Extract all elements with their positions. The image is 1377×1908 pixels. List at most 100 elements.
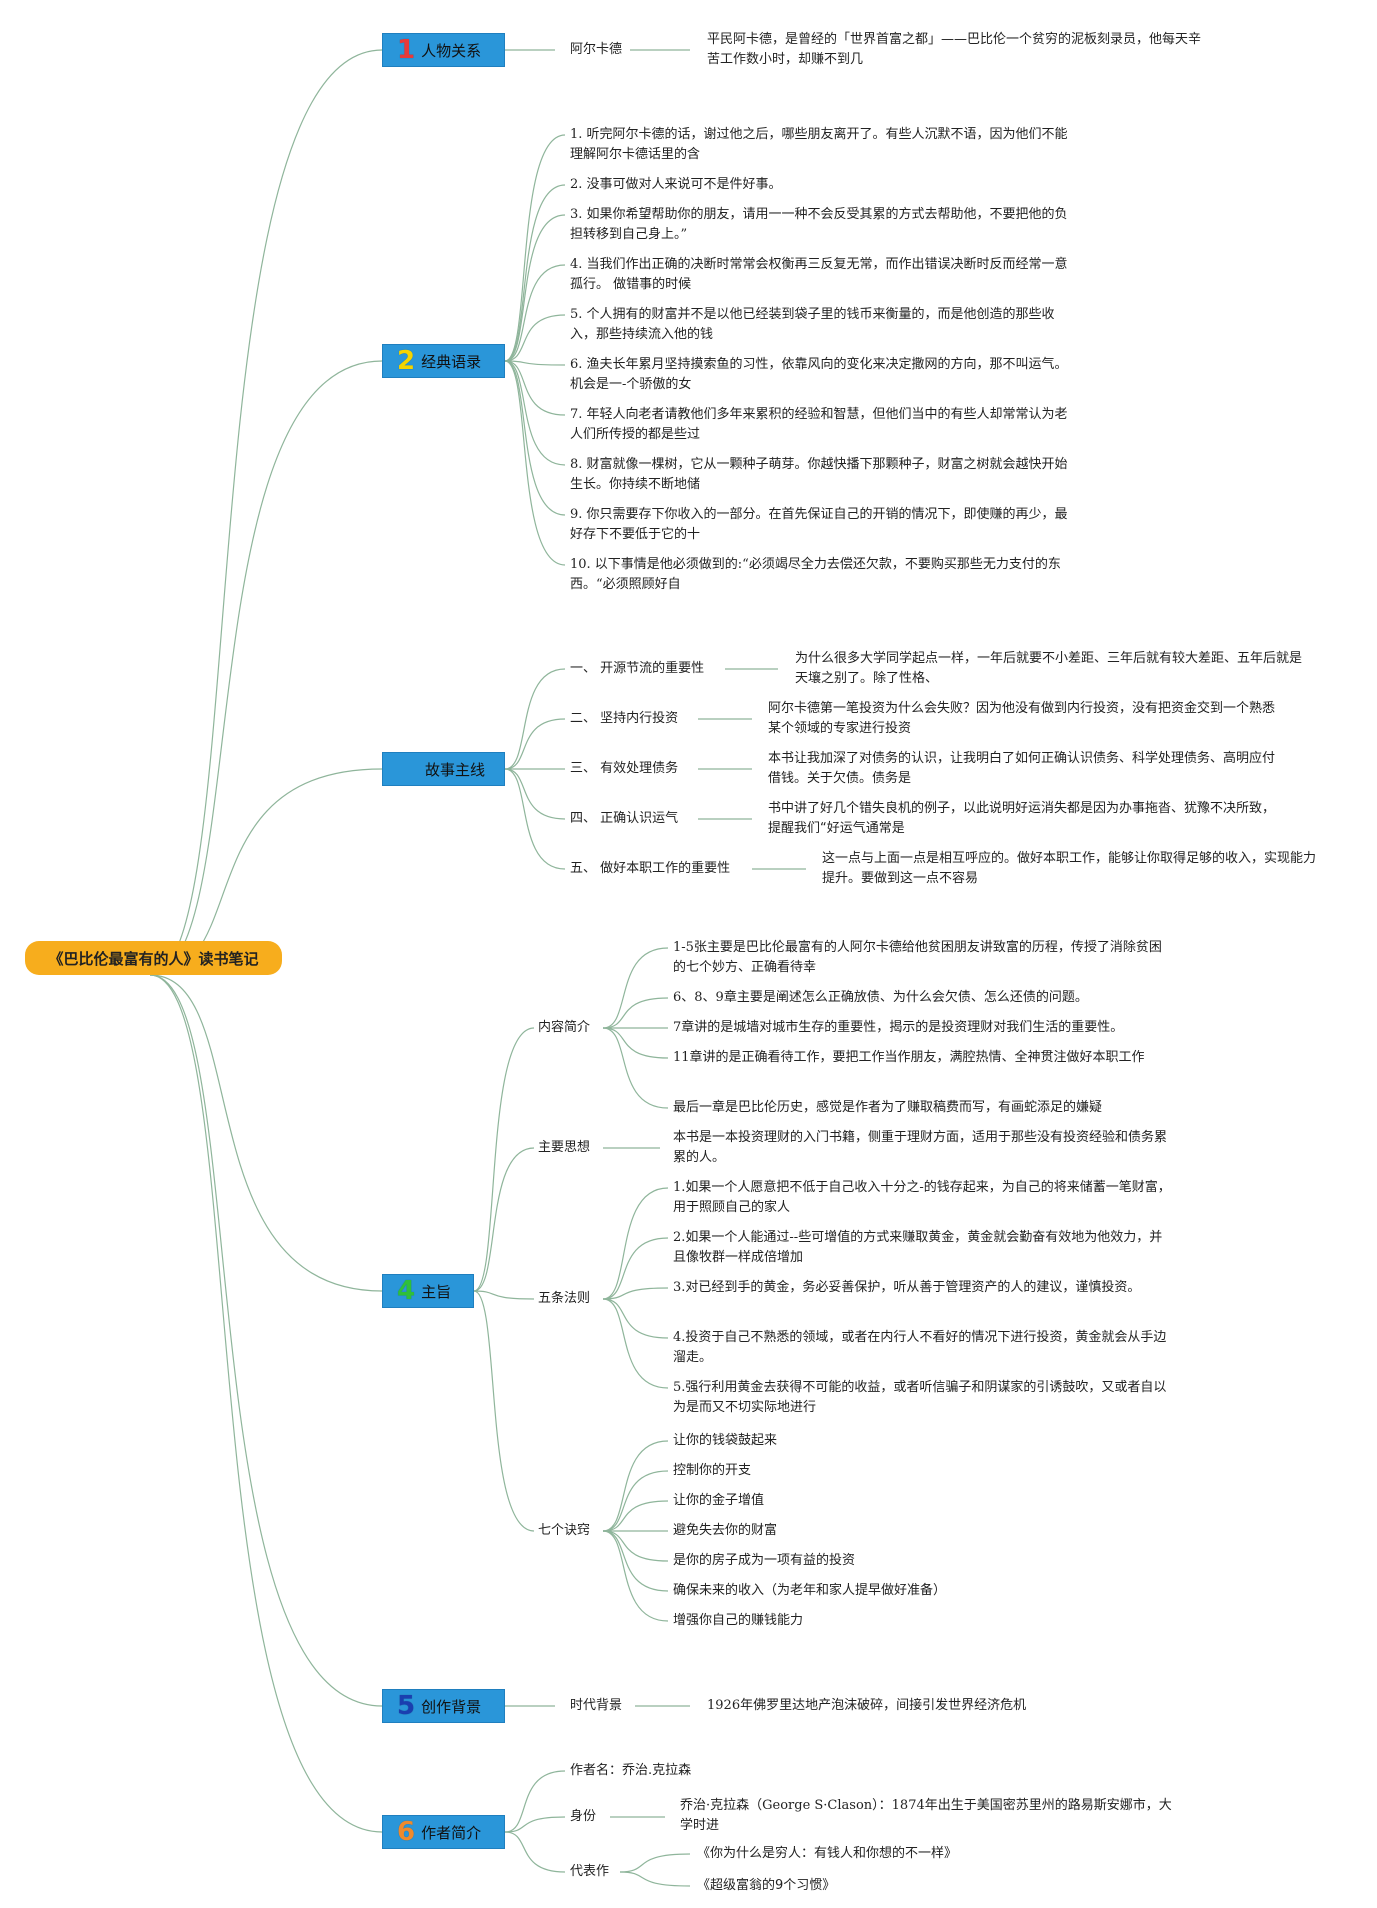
child-connector — [504, 134, 566, 362]
rule-item[interactable]: 1.如果一个人愿意把不低于自己收入十分之-的钱存起来，为自己的将来储蓄一笔财富，… — [673, 1180, 1171, 1215]
child-connector — [504, 768, 566, 820]
branch-number: 2 — [397, 346, 416, 376]
child-connector — [602, 997, 669, 1029]
child-connector — [504, 768, 566, 870]
branch-connector — [149, 49, 383, 976]
quote-item[interactable]: 4. 当我们作出正确的决断时常常会权衡再三反复无常，而作出错误决断时反而经常一意… — [570, 257, 1068, 292]
story-item-label[interactable]: 五、 做好本职工作的重要性 — [570, 861, 731, 876]
child-connector — [504, 360, 566, 466]
rule-item[interactable]: 3.对已经到手的黄金，务必妥善保护，听从善于管理资产的人的建议，谨慎投资。 — [673, 1280, 1141, 1295]
child-connector — [602, 1470, 669, 1532]
child-connector — [602, 1298, 669, 1339]
works-label[interactable]: 代表作 — [570, 1864, 610, 1879]
identity-text: 乔治·克拉森（George S·Clason）：1874年出生于美国密苏里州的路… — [680, 1798, 1172, 1833]
intro-item[interactable]: 11章讲的是正确看待工作，要把工作当作朋友，满腔热情、全神贯注做好本职工作 — [673, 1050, 1145, 1065]
child-connector — [602, 1530, 669, 1562]
story-item-text: 为什么很多大学同学起点一样，一年后就要不小差距、三年后就有较大差距、五年后就是天… — [795, 651, 1303, 686]
secret-item[interactable]: 确保未来的收入（为老年和家人提早做好准备） — [673, 1583, 947, 1598]
child-connector — [602, 1298, 669, 1389]
child-connector — [504, 360, 566, 516]
branch-story-line[interactable]: 故事主线 — [382, 752, 505, 786]
child-connector — [504, 1816, 566, 1833]
story-item-label[interactable]: 二、 坚持内行投资 — [570, 711, 679, 726]
child-connector — [504, 1831, 566, 1873]
quote-item[interactable]: 7. 年轻人向老者请教他们多年来累积的经验和智慧，但他们当中的有些人却常常认为老… — [570, 407, 1068, 442]
rule-item[interactable]: 4.投资于自己不熟悉的领域，或者在内行人不看好的情况下进行投资，黄金就会从手边溜… — [673, 1330, 1167, 1365]
child-connector — [473, 1290, 535, 1300]
child-connector — [504, 1770, 566, 1833]
quote-item[interactable]: 10. 以下事情是他必须做到的:“必须竭尽全力去偿还欠款，不要购买那些无力支付的… — [570, 557, 1061, 592]
secret-item[interactable]: 避免失去你的财富 — [673, 1523, 778, 1538]
root-node[interactable]: 《巴比伦最富有的人》读书笔记 — [25, 941, 282, 975]
child-connector — [602, 947, 669, 1029]
intro-item[interactable]: 6、8、9章主要是阐述怎么正确放债、为什么会欠债、怎么还债的问题。 — [673, 990, 1088, 1005]
quote-item[interactable]: 9. 你只需要存下你收入的一部分。在首先保证自己的开销的情况下，即使赚的再少，最… — [570, 507, 1068, 542]
child-connector — [504, 264, 566, 362]
secrets-label[interactable]: 七个诀窍 — [538, 1523, 591, 1538]
b1-label[interactable]: 阿尔卡德 — [570, 42, 623, 57]
story-item-text: 这一点与上面一点是相互呼应的。做好本职工作，能够让你取得足够的收入，实现能力提升… — [822, 851, 1317, 886]
child-connector — [504, 314, 566, 362]
quote-item[interactable]: 6. 渔夫长年累月坚持摸索鱼的习性，依靠风向的变化来决定撒网的方向，那不叫运气。… — [570, 357, 1068, 392]
branch-classic-quotes[interactable]: 2 经典语录 — [382, 344, 505, 378]
child-connector — [504, 718, 566, 770]
intro-item[interactable]: 最后一章是巴比伦历史，感觉是作者为了赚取稿费而写，有画蛇添足的嫌疑 — [673, 1100, 1103, 1115]
branch-character-relations[interactable]: 1 人物关系 — [382, 33, 505, 67]
branch-background[interactable]: 5 创作背景 — [382, 1689, 505, 1723]
branch-label: 经典语录 — [421, 352, 482, 371]
quote-item[interactable]: 1. 听完阿尔卡德的话，谢过他之后，哪些朋友离开了。有些人沉默不语，因为他们不能… — [570, 127, 1068, 162]
branch-author[interactable]: 6 作者简介 — [382, 1815, 505, 1849]
child-connector — [602, 1530, 669, 1592]
quote-item[interactable]: 8. 财富就像一棵树，它从一颗种子萌芽。你越快播下那颗种子，财富之树就会越快开始… — [570, 457, 1068, 492]
idea-label[interactable]: 主要思想 — [538, 1140, 591, 1155]
branch-label: 作者简介 — [421, 1823, 482, 1842]
identity-label[interactable]: 身份 — [570, 1809, 597, 1824]
story-item-label[interactable]: 一、 开源节流的重要性 — [570, 661, 705, 676]
b1-text: 平民阿卡德，是曾经的「世界首富之都」——巴比伦一个贫穷的泥板刻录员，他每天辛苦工… — [707, 32, 1202, 67]
rules-label[interactable]: 五条法则 — [538, 1291, 591, 1306]
era-label[interactable]: 时代背景 — [570, 1698, 623, 1713]
child-connector — [602, 1287, 669, 1300]
quote-item[interactable]: 3. 如果你希望帮助你的朋友，请用一一种不会反受其累的方式去帮助他，不要把他的负… — [570, 207, 1068, 242]
intro-label[interactable]: 内容简介 — [538, 1020, 591, 1035]
child-connector — [602, 1187, 669, 1300]
rule-item[interactable]: 5.强行利用黄金去获得不可能的收益，或者听信骗子和阴谋家的引诱鼓吹，又或者自以为… — [673, 1380, 1167, 1415]
child-connector — [602, 1530, 669, 1622]
quote-item[interactable]: 2. 没事可做对人来说可不是件好事。 — [570, 177, 782, 192]
secret-item[interactable]: 让你的钱袋鼓起来 — [673, 1433, 778, 1448]
quote-item[interactable]: 5. 个人拥有的财富并不是以他已经装到袋子里的钱币来衡量的，而是他创造的那些收入… — [570, 307, 1055, 342]
work-item[interactable]: 《你为什么是穷人：有钱人和你想的不一样》 — [697, 1846, 958, 1861]
secret-item[interactable]: 增强你自己的赚钱能力 — [673, 1613, 804, 1628]
branch-number: 5 — [397, 1691, 416, 1721]
intro-item[interactable]: 7章讲的是城墙对城市生存的重要性，揭示的是投资理财对我们生活的重要性。 — [673, 1020, 1124, 1035]
child-connector — [602, 1027, 669, 1109]
branch-connector — [149, 974, 383, 1292]
secret-item[interactable]: 让你的金子增值 — [673, 1493, 765, 1508]
branch-label: 创作背景 — [421, 1697, 482, 1716]
work-item[interactable]: 《超级富翁的9个习惯》 — [697, 1878, 836, 1893]
child-connector — [504, 214, 566, 362]
author-name[interactable]: 作者名：乔治.克拉森 — [570, 1763, 692, 1778]
story-item-label[interactable]: 三、 有效处理债务 — [570, 761, 679, 776]
secret-item[interactable]: 是你的房子成为一项有益的投资 — [673, 1553, 856, 1568]
child-connector — [504, 360, 566, 566]
rule-item[interactable]: 2.如果一个人能通过--些可增值的方式来赚取黄金，黄金就会勤奋有效地为他效力，并… — [673, 1230, 1163, 1265]
intro-item[interactable]: 1-5张主要是巴比伦最富有的人阿尔卡德给他贫困朋友讲致富的历程，传授了消除贫困的… — [673, 940, 1162, 975]
branch-number: 4 — [397, 1276, 416, 1306]
child-connector — [473, 1147, 535, 1292]
child-connector — [473, 1290, 535, 1532]
branch-connector — [149, 974, 383, 1707]
child-connector — [504, 668, 566, 770]
secret-item[interactable]: 控制你的开支 — [673, 1463, 752, 1478]
branch-number: 1 — [397, 35, 416, 65]
story-item-label[interactable]: 四、 正确认识运气 — [570, 811, 679, 826]
root-title: 《巴比伦最富有的人》读书笔记 — [48, 949, 259, 968]
branch-main-theme[interactable]: 4 主旨 — [382, 1274, 474, 1308]
child-connector — [473, 1027, 535, 1292]
idea-text: 本书是一本投资理财的入门书籍，侧重于理财方面，适用于那些没有投资经验和债务累累的… — [673, 1130, 1168, 1165]
branch-connector — [149, 974, 383, 1833]
branch-number: 6 — [397, 1817, 416, 1847]
child-connector — [504, 184, 566, 362]
child-connector — [619, 1853, 691, 1873]
